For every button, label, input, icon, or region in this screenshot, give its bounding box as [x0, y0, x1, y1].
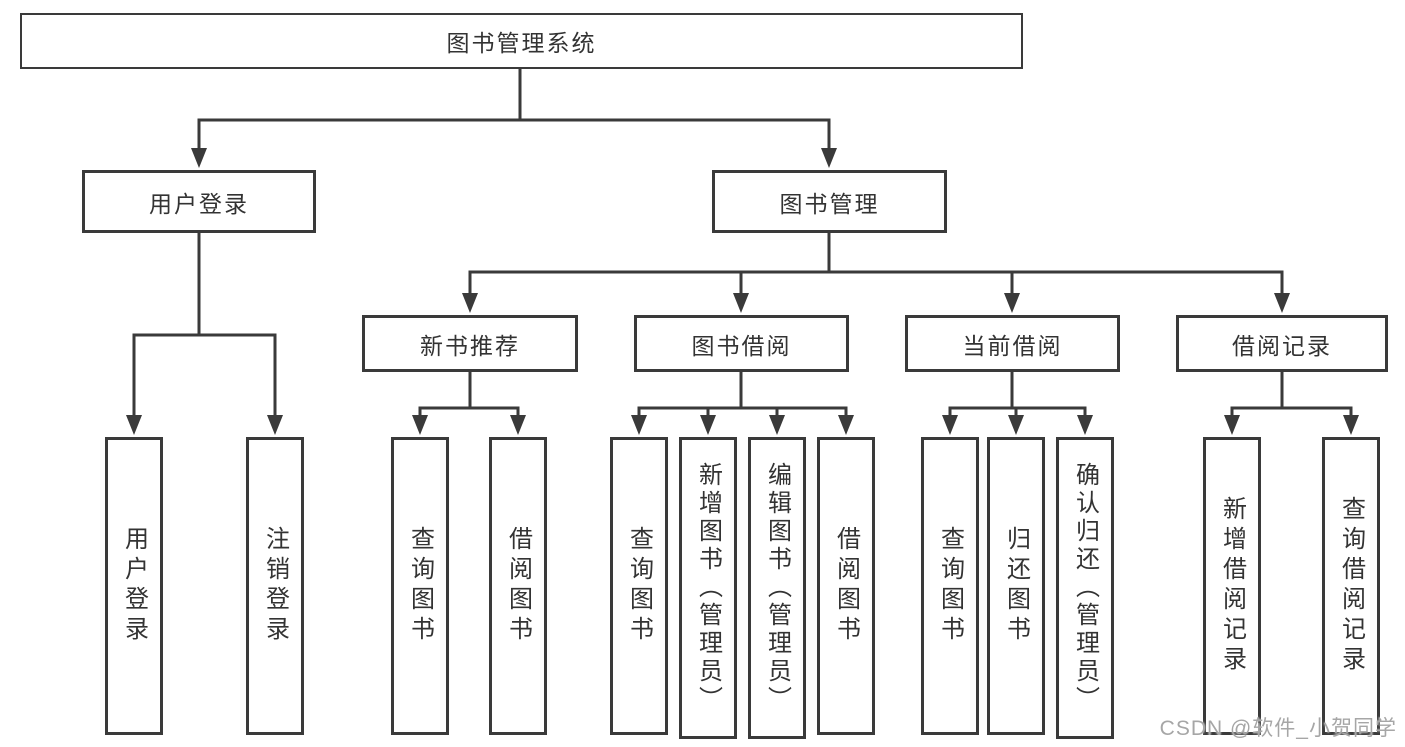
node-current-borrowing: 当前借阅: [905, 315, 1120, 372]
leaf-user-login-label: 用户登录: [120, 526, 148, 646]
leaf-query-books-recommend-label: 查询图书: [406, 526, 434, 646]
node-borrowing-records-label: 借阅记录: [1232, 332, 1332, 359]
leaf-add-book-admin-label: 新增图书（管理员）: [694, 462, 722, 714]
leaf-add-borrow-record: 新增借阅记录: [1203, 437, 1261, 735]
leaf-logout-label: 注销登录: [261, 526, 289, 646]
leaf-add-book-admin: 新增图书（管理员）: [679, 437, 737, 739]
leaf-edit-book-admin: 编辑图书（管理员）: [748, 437, 806, 739]
leaf-borrow-books-recommend: 借阅图书: [489, 437, 547, 735]
leaf-edit-book-admin-label: 编辑图书（管理员）: [763, 462, 791, 714]
leaf-borrow-books-borrowing-label: 借阅图书: [832, 526, 860, 646]
node-book-management-label: 图书管理: [779, 190, 880, 217]
watermark: CSDN @软件_小贺同学: [1159, 717, 1397, 740]
node-current-borrowing-label: 当前借阅: [962, 332, 1063, 359]
leaf-confirm-return-admin-label: 确认归还（管理员）: [1071, 462, 1099, 714]
leaf-confirm-return-admin: 确认归还（管理员）: [1056, 437, 1114, 739]
leaf-query-books-borrowing: 查询图书: [610, 437, 668, 735]
leaf-query-borrow-record: 查询借阅记录: [1322, 437, 1380, 735]
leaf-user-login: 用户登录: [105, 437, 163, 735]
leaf-borrow-books-recommend-label: 借阅图书: [504, 526, 532, 646]
leaf-logout: 注销登录: [246, 437, 304, 735]
node-book-borrowing: 图书借阅: [634, 315, 849, 372]
node-library-system-label: 图书管理系统: [446, 30, 597, 56]
leaf-query-borrow-record-label: 查询借阅记录: [1337, 496, 1365, 676]
leaf-query-books-current-label: 查询图书: [936, 526, 964, 646]
node-book-management: 图书管理: [712, 170, 947, 233]
leaf-query-books-current: 查询图书: [921, 437, 979, 735]
leaf-return-books: 归还图书: [987, 437, 1045, 735]
node-new-book-recommendation: 新书推荐: [362, 315, 578, 372]
node-user-login-label: 用户登录: [149, 190, 249, 217]
leaf-add-borrow-record-label: 新增借阅记录: [1218, 496, 1246, 676]
node-book-borrowing-label: 图书借阅: [691, 332, 792, 359]
node-library-system: 图书管理系统: [20, 13, 1023, 69]
node-borrowing-records: 借阅记录: [1176, 315, 1388, 372]
leaf-query-books-recommend: 查询图书: [391, 437, 449, 735]
leaf-return-books-label: 归还图书: [1002, 526, 1030, 646]
leaf-query-books-borrowing-label: 查询图书: [625, 526, 653, 646]
node-new-book-recommendation-label: 新书推荐: [420, 332, 520, 359]
node-user-login: 用户登录: [82, 170, 316, 233]
leaf-borrow-books-borrowing: 借阅图书: [817, 437, 875, 735]
